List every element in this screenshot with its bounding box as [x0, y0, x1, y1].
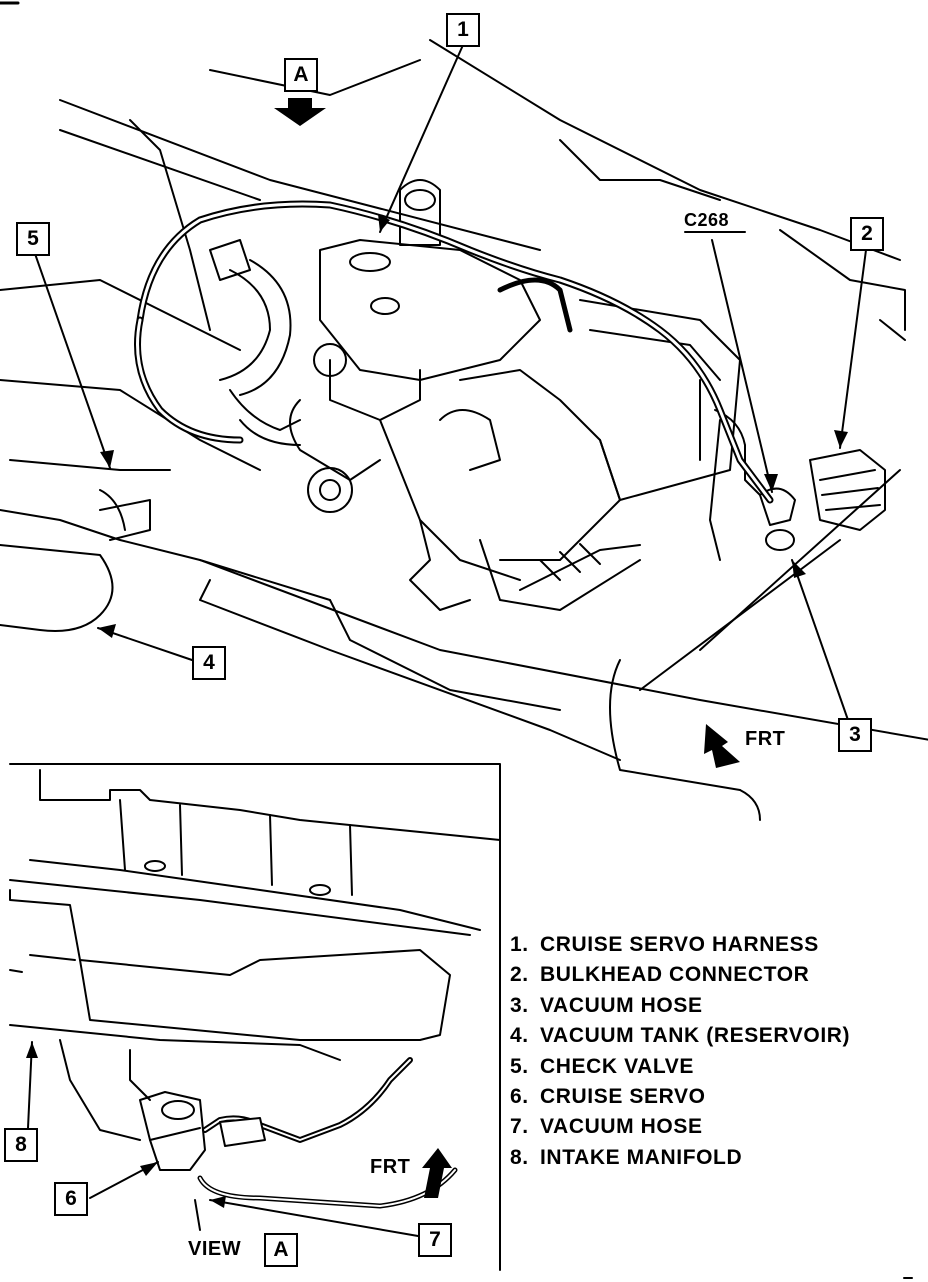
- callout-1: 1: [446, 13, 480, 47]
- arrowheads-inset: [26, 1042, 226, 1208]
- callout-8: 8: [4, 1128, 38, 1162]
- connector-label-c268: C268: [684, 210, 730, 230]
- callout-6: 6: [54, 1182, 88, 1216]
- inset-caption-view: VIEW: [188, 1238, 242, 1260]
- legend-item: 8.INTAKE MANIFOLD: [510, 1145, 743, 1169]
- frt-arrow-inset: [422, 1148, 452, 1198]
- callout-3: 3: [838, 718, 872, 752]
- frt-arrow-main: [704, 724, 740, 768]
- cruise-servo-harness: [136, 200, 774, 504]
- legend-item: 2.BULKHEAD CONNECTOR: [510, 963, 810, 987]
- legend-item: 3.VACUUM HOSE: [510, 993, 703, 1017]
- inset-frame: [9, 763, 501, 1271]
- harness-branch: [134, 316, 244, 444]
- callout-2: 2: [850, 217, 884, 251]
- legend-item: 4.VACUUM TANK (RESERVOIR): [510, 1024, 851, 1048]
- leader-lines-main: [32, 44, 867, 721]
- inset-view-a: [9, 763, 501, 1271]
- inset-caption-letter: A: [264, 1233, 298, 1267]
- bulkhead-connector-outline: [809, 449, 886, 531]
- callout-4: 4: [192, 646, 226, 680]
- vacuum-tank-outline: [0, 544, 114, 632]
- callout-7: 7: [418, 1223, 452, 1257]
- legend-item: 7.VACUUM HOSE: [510, 1115, 703, 1139]
- arrowheads-main: [98, 214, 848, 638]
- view-marker-a: A: [284, 58, 318, 92]
- parts-legend: 1.CRUISE SERVO HARNESS 2.BULKHEAD CONNEC…: [510, 930, 850, 1173]
- vacuum-hose-inset: [197, 1167, 458, 1209]
- callout-5: 5: [16, 222, 50, 256]
- legend-item: 1.CRUISE SERVO HARNESS: [510, 933, 819, 956]
- view-a-arrow: [274, 98, 326, 126]
- cruise-servo-outline: [139, 1091, 206, 1171]
- legend-item: 5.CHECK VALVE: [510, 1054, 694, 1078]
- frt-label-inset: FRT: [370, 1156, 411, 1178]
- legend-item: 6.CRUISE SERVO: [510, 1085, 706, 1109]
- frt-label-main: FRT: [745, 728, 786, 750]
- main-view-linework: [0, 39, 928, 821]
